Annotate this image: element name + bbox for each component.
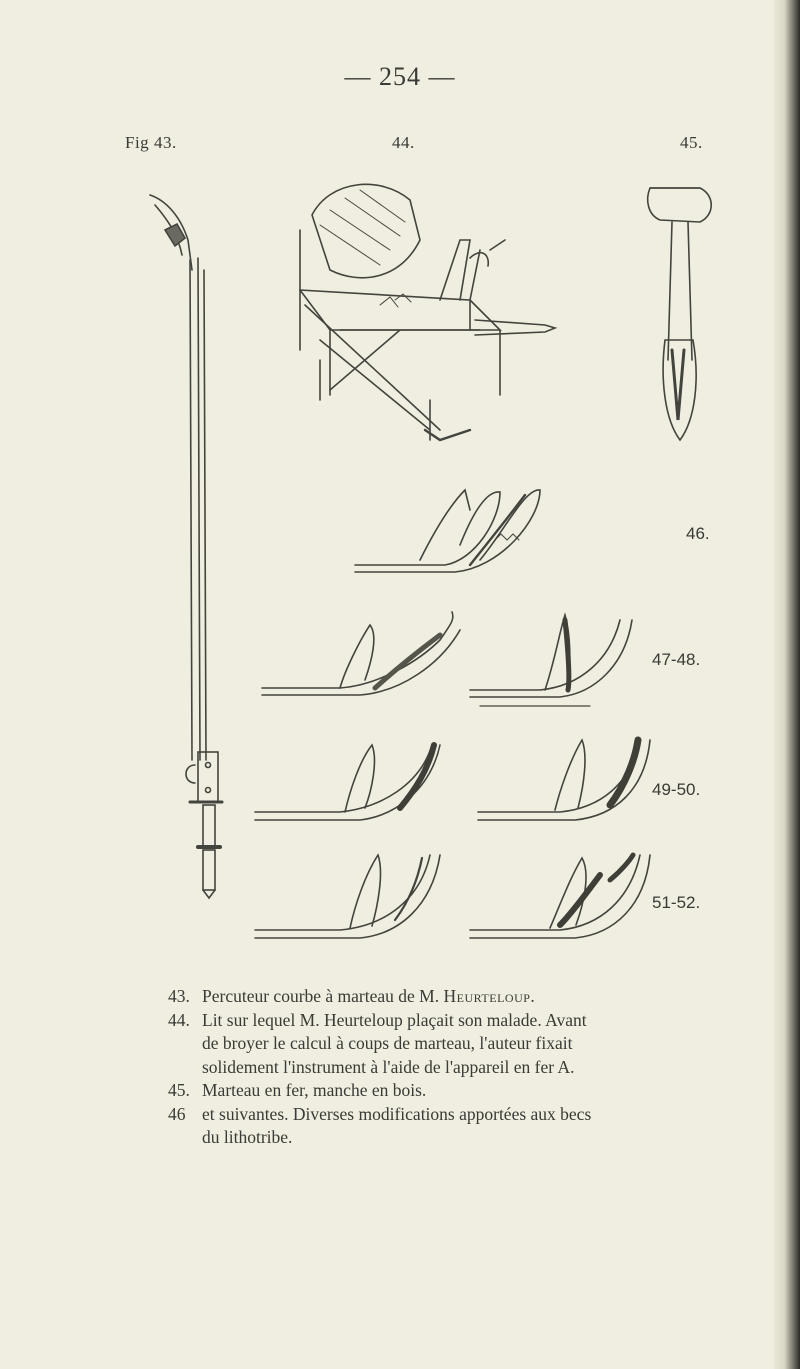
caption-43: 43. Percuteur courbe à marteau de M. Heu… xyxy=(168,985,748,1009)
fig-52-beak-drawing xyxy=(469,852,651,939)
caption-45: 45. Marteau en fer, manche en bois. xyxy=(168,1079,748,1103)
fig-50-beak-drawing xyxy=(477,736,651,821)
caption-46: 46 et suivantes. Diverses modifications … xyxy=(168,1103,748,1150)
fig-43-number: 43. xyxy=(153,133,177,152)
fig-46-bec-drawing xyxy=(354,488,541,573)
fig-51-52-label: 51-52. xyxy=(652,893,701,912)
caption-44-line-1: Lit sur lequel M. Heurteloup plaçait son… xyxy=(202,1009,587,1030)
caption-44-number: 44. xyxy=(168,1009,190,1030)
page-number: — 254 — xyxy=(344,62,456,91)
fig-45-label: 45. xyxy=(680,133,703,152)
caption-44: 44. Lit sur lequel M. Heurteloup plaçait… xyxy=(168,1009,748,1080)
fig-43-percuteur-drawing xyxy=(149,194,224,900)
fig-49-50-label: 49-50. xyxy=(652,780,701,799)
caption-43-number: 43. xyxy=(168,986,190,1006)
caption-46-number: 46 xyxy=(168,1103,186,1124)
fig-prefix: Fig xyxy=(125,133,150,152)
fig-51-beak-drawing xyxy=(254,853,441,939)
caption-45-text: Marteau en fer, manche en bois. xyxy=(202,1080,427,1100)
caption-46-line-1: et suivantes. Diverses modifications app… xyxy=(202,1103,592,1124)
fig-46-label: 46. xyxy=(686,524,710,543)
fig-49-beak-drawing xyxy=(254,742,441,821)
caption-44-line-3: solidement l'instrument à l'aide de l'ap… xyxy=(202,1056,575,1077)
fig-44-label: 44. xyxy=(392,133,415,152)
fig-47-beak-drawing xyxy=(261,611,461,696)
plate-illustrations xyxy=(149,183,713,939)
caption-43-text: Percuteur courbe à marteau de M. xyxy=(202,986,444,1006)
fig-45-marteau-drawing xyxy=(646,187,713,442)
fig-47-48-label: 47-48. xyxy=(652,650,701,669)
fig-48-beak-drawing xyxy=(469,612,633,707)
caption-44-line-2: de broyer le calcul à coups de marteau, … xyxy=(202,1033,573,1053)
fig-44-lit-drawing xyxy=(299,183,558,442)
caption-45-number: 45. xyxy=(168,1080,190,1100)
fig-43-label: Fig 43. xyxy=(125,133,177,153)
caption-46-line-2: du lithotribe. xyxy=(202,1127,293,1147)
caption-43-author-name: Heurteloup xyxy=(443,986,531,1006)
page-edge-shadow xyxy=(774,0,800,1369)
caption-43-end: . xyxy=(530,986,535,1006)
figure-caption-block: 43. Percuteur courbe à marteau de M. Heu… xyxy=(168,985,748,1150)
